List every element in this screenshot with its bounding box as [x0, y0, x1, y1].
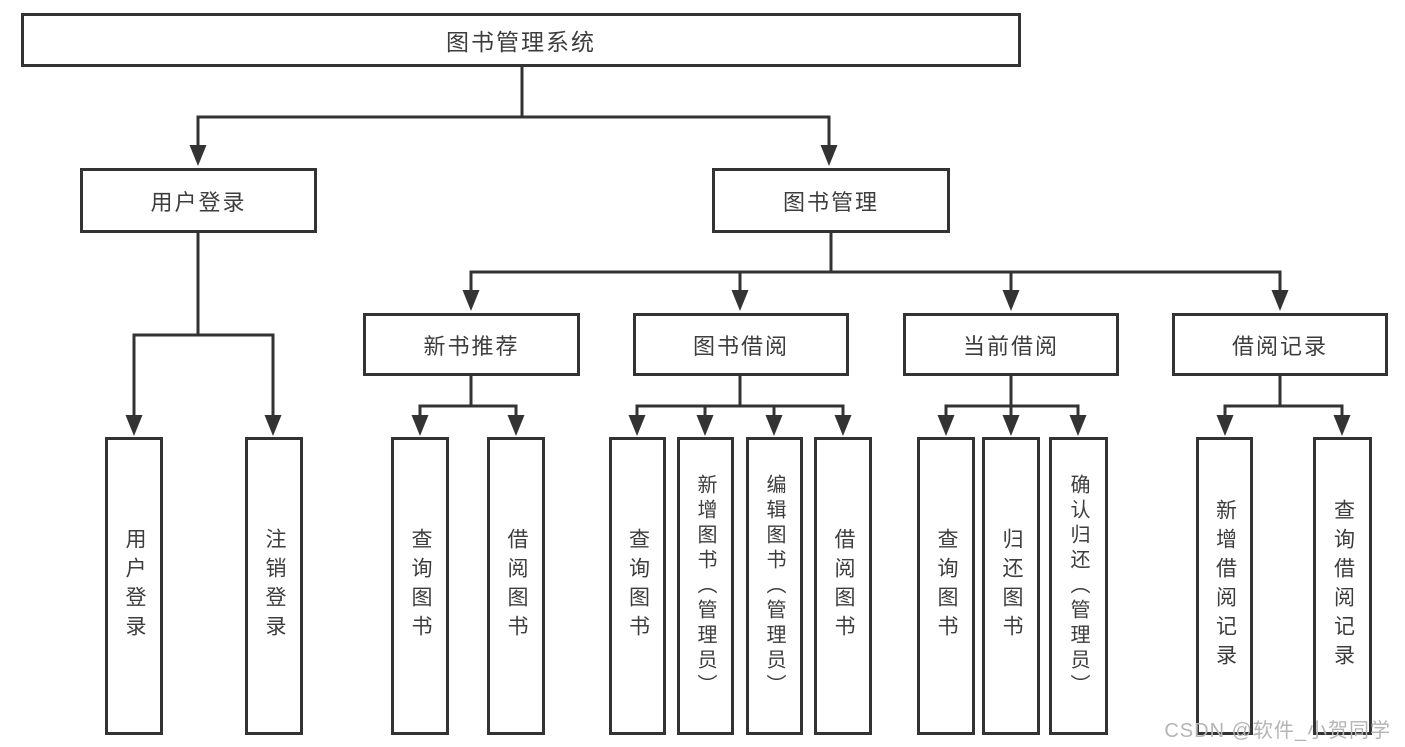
node-leaf-bb-add-books-admin-label: 新增图书（管理员）	[694, 473, 716, 699]
node-leaf-br-query-borrow-record-label: 查询借阅记录	[1331, 499, 1355, 673]
node-leaf-br-query-borrow-record: 查询借阅记录	[1313, 437, 1372, 735]
node-leaf-logout-label: 注销登录	[263, 528, 286, 644]
node-leaf-cb-return-books-label: 归还图书	[1000, 528, 1023, 644]
node-leaf-br-add-borrow-record-label: 新增借阅记录	[1213, 499, 1237, 673]
node-leaf-logout: 注销登录	[245, 437, 303, 735]
node-leaf-bb-edit-books-admin-label: 编辑图书（管理员）	[763, 473, 785, 699]
node-leaf-bb-edit-books-admin: 编辑图书（管理员）	[746, 437, 803, 735]
node-leaf-bb-borrow-books: 借阅图书	[814, 437, 872, 735]
node-leaf-cb-query-books: 查询图书	[917, 437, 975, 735]
node-leaf-cb-confirm-return-admin: 确认归还（管理员）	[1049, 437, 1108, 735]
node-leaf-bb-add-books-admin: 新增图书（管理员）	[677, 437, 734, 735]
node-leaf-cb-confirm-return-admin-label: 确认归还（管理员）	[1067, 473, 1089, 699]
node-borrowing-records: 借阅记录	[1172, 313, 1388, 376]
node-leaf-nbr-borrow-books: 借阅图书	[487, 437, 545, 735]
node-leaf-bb-query-books: 查询图书	[609, 437, 666, 735]
node-current-borrowing: 当前借阅	[903, 313, 1119, 376]
node-leaf-br-add-borrow-record: 新增借阅记录	[1196, 437, 1253, 735]
node-book-management: 图书管理	[712, 168, 950, 233]
node-book-borrowing: 图书借阅	[633, 313, 849, 376]
node-user-login: 用户登录	[80, 168, 317, 233]
node-leaf-user-login: 用户登录	[105, 437, 163, 735]
node-new-book-recommend: 新书推荐	[363, 313, 580, 376]
node-leaf-bb-query-books-label: 查询图书	[626, 528, 650, 644]
node-leaf-bb-borrow-books-label: 借阅图书	[832, 528, 855, 644]
node-root-system: 图书管理系统	[21, 13, 1021, 67]
csdn-watermark: CSDN @软件_小贺同学	[1164, 720, 1391, 742]
node-leaf-cb-query-books-label: 查询图书	[935, 528, 958, 644]
node-leaf-cb-return-books: 归还图书	[982, 437, 1040, 735]
node-leaf-user-login-label: 用户登录	[123, 528, 146, 644]
node-leaf-nbr-query-books: 查询图书	[391, 437, 449, 735]
node-leaf-nbr-query-books-label: 查询图书	[409, 528, 432, 644]
node-leaf-nbr-borrow-books-label: 借阅图书	[505, 528, 528, 644]
